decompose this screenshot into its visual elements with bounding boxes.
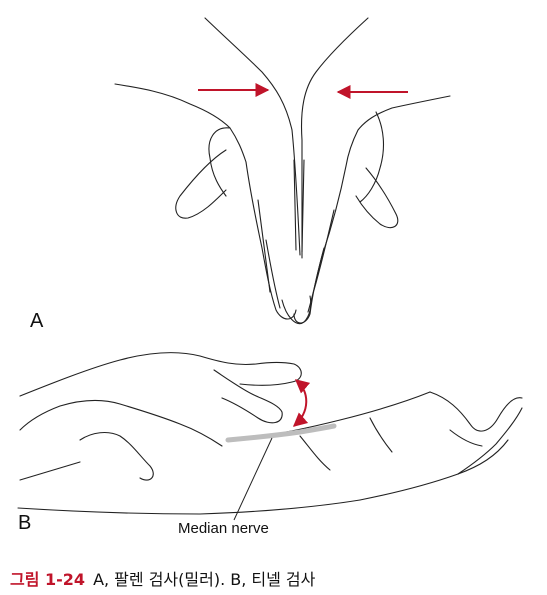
tapping-arrow bbox=[292, 379, 311, 427]
figure-caption: 그림 1-24 A, 팔렌 검사(밀러). B, 티넬 검사 bbox=[10, 566, 315, 590]
caption-text: A, 팔렌 검사(밀러). B, 티넬 검사 bbox=[93, 570, 316, 589]
median-nerve-band bbox=[225, 423, 337, 443]
panel-a-label: A bbox=[30, 310, 44, 332]
tinel-wrist-drawing bbox=[17, 351, 523, 515]
panel-b-label: B bbox=[18, 512, 32, 534]
median-nerve-leader-line bbox=[233, 437, 273, 521]
phalen-hands-drawing bbox=[114, 17, 451, 324]
figure-number: 그림 1-24 bbox=[10, 570, 86, 589]
median-nerve-label: Median nerve bbox=[178, 520, 269, 537]
